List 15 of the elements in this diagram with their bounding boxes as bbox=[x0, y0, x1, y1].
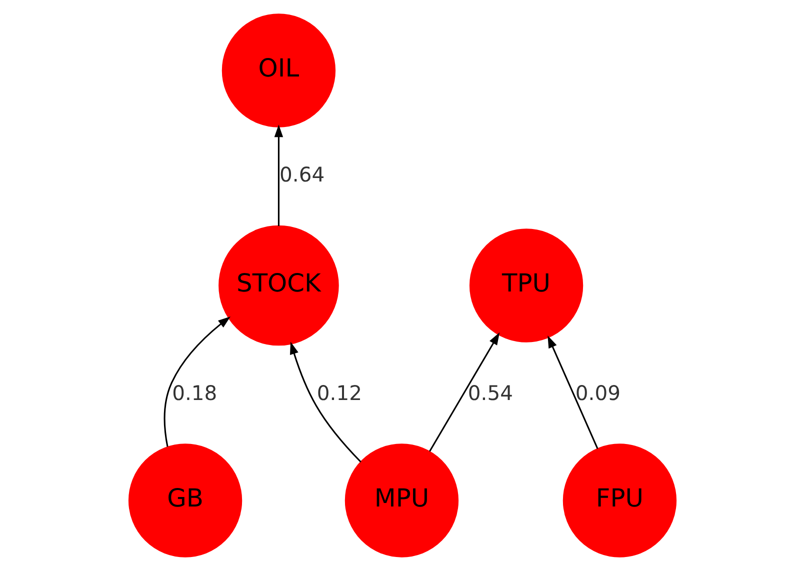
edge-label: 0.18 bbox=[172, 380, 217, 405]
edge-label: 0.54 bbox=[467, 380, 513, 405]
node-circle: OIL bbox=[221, 14, 336, 128]
arrow bbox=[274, 124, 283, 226]
node-circle: TPU bbox=[468, 228, 583, 342]
node-circle: FPU bbox=[562, 444, 676, 558]
edge-label: 0.64 bbox=[279, 162, 324, 187]
arrow bbox=[547, 336, 598, 450]
arrow bbox=[163, 316, 230, 447]
arrow bbox=[428, 332, 500, 452]
edge-label: 0.12 bbox=[316, 380, 362, 405]
arrow bbox=[289, 342, 361, 463]
node-circle: GB bbox=[128, 444, 242, 558]
edge-label: 0.09 bbox=[574, 380, 620, 405]
node-circle: MPU bbox=[344, 444, 458, 558]
